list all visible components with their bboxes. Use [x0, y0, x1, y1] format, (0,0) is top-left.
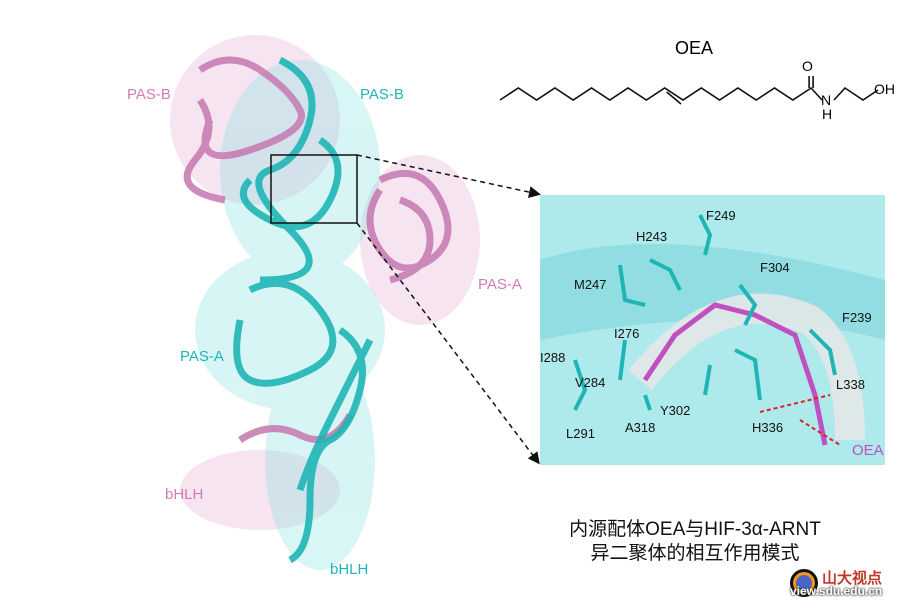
- label-pas-b-pink: PAS-B: [127, 86, 171, 103]
- molecule-title: OEA: [675, 38, 714, 58]
- dashed-arrow-top: [356, 154, 541, 198]
- residue-label: L338: [836, 377, 865, 392]
- residue-label: M247: [574, 277, 607, 292]
- atom-o: O: [802, 58, 813, 74]
- zoom-region-box: [270, 154, 358, 224]
- carbonyl-bond: [808, 76, 814, 88]
- label-pas-a-teal: PAS-A: [180, 348, 224, 365]
- residue-label: I276: [614, 326, 640, 341]
- label-bhlh-teal: bHLH: [330, 561, 369, 578]
- caption-line-2: 异二聚体的相互作用模式: [590, 543, 800, 564]
- residue-label: V284: [575, 375, 606, 390]
- residue-label: L291: [566, 426, 595, 441]
- label-pas-b-teal: PAS-B: [360, 86, 404, 103]
- watermark-name: 山大视点: [822, 570, 883, 587]
- label-bhlh-pink: bHLH: [165, 486, 204, 503]
- residue-label: F304: [760, 260, 790, 275]
- cis-double-bond: [666, 91, 682, 105]
- atom-n: N: [821, 92, 832, 108]
- inset-panel: [540, 195, 885, 465]
- residue-label: H243: [636, 229, 668, 244]
- carbon-chain: [499, 86, 879, 101]
- dashed-arrow-bottom: [356, 222, 540, 465]
- atom-h: H: [822, 106, 833, 122]
- oea-structure: [499, 76, 879, 105]
- atom-oh: OH: [874, 81, 895, 97]
- caption-line-1: 内源配体OEA与HIF-3α-ARNT: [569, 519, 821, 540]
- residue-label: F239: [842, 310, 872, 325]
- ligand-label: OEA: [852, 442, 884, 459]
- watermark-logo-icon: [790, 569, 818, 597]
- residue-label: Y302: [660, 403, 691, 418]
- residue-label: H336: [752, 420, 784, 435]
- residue-label: A318: [625, 420, 656, 435]
- residue-label: I288: [540, 350, 566, 365]
- label-pas-a-pink: PAS-A: [478, 276, 522, 293]
- residue-label: F249: [706, 208, 736, 223]
- pink-surface: [170, 35, 480, 530]
- watermark-url: view.sdu.edu.cn: [790, 584, 883, 598]
